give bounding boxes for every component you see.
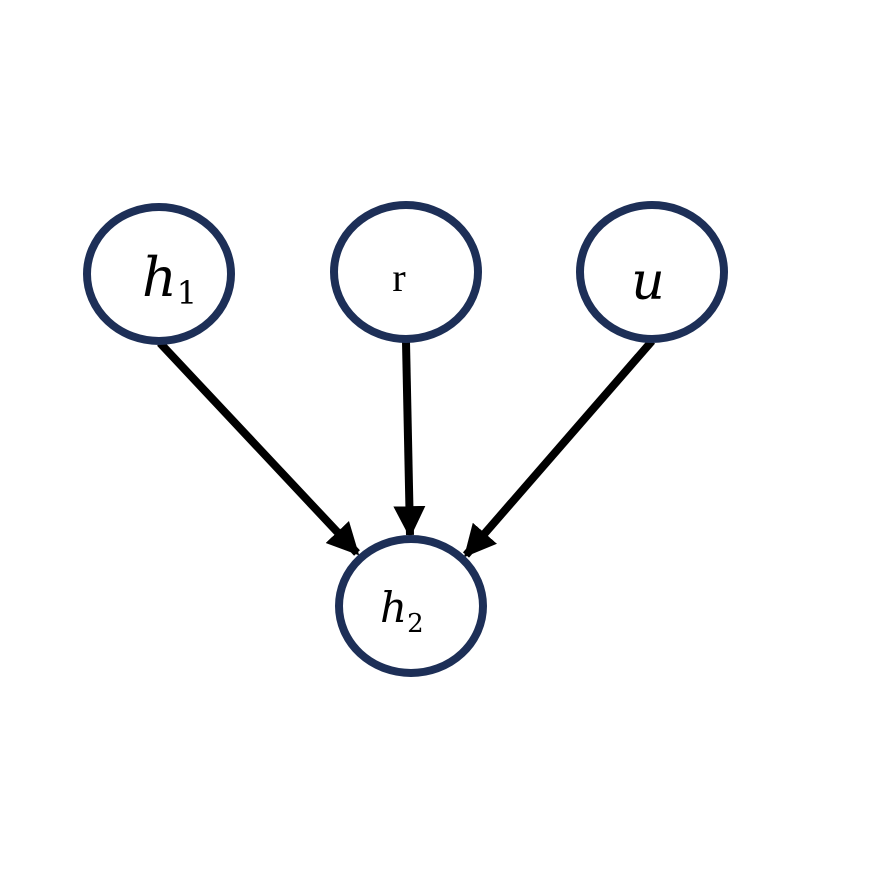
edge-h1-to-h2 [157, 340, 360, 556]
node-h2: h2 [335, 535, 487, 677]
node-h1-label: h1 [142, 246, 197, 312]
node-r-label: r [392, 255, 405, 300]
edge-r-to-h2 [393, 341, 426, 539]
node-u-circle [576, 201, 728, 343]
node-r: r [330, 201, 482, 343]
node-u-label: u [631, 252, 665, 312]
node-u: u [576, 201, 728, 343]
node-h2-circle [335, 535, 487, 677]
node-h2-label: h2 [380, 583, 424, 639]
node-r-circle [330, 201, 482, 343]
node-h1: h1 [83, 203, 235, 345]
edge-u-to-h2 [462, 338, 656, 558]
node-h1-circle [83, 203, 235, 345]
